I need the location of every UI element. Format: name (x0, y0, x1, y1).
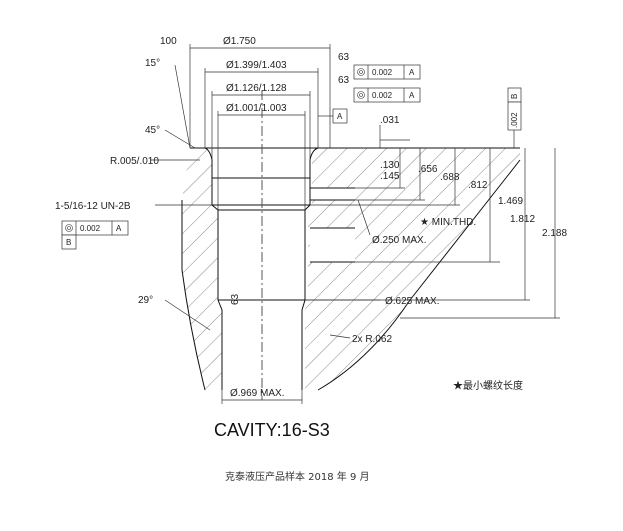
diameter-1001-label: Ø1.001/1.003 (226, 103, 287, 114)
svg-text:A: A (409, 91, 415, 100)
depth-688-label: .688 (440, 172, 460, 183)
diameter-1126-label: Ø1.126/1.128 (226, 83, 287, 94)
svg-text:A: A (337, 112, 343, 121)
concentricity-icon (357, 68, 365, 76)
cavity-outline (181, 90, 521, 400)
depth-1812-label: 1.812 (510, 214, 535, 225)
radius-bottom-label: 2x R.062 (352, 334, 392, 345)
datum-b-frame: B .002 (507, 87, 522, 148)
body-section-left (182, 148, 222, 390)
angle-45-label: 45° (145, 125, 160, 136)
tolerance-frame-1: 0.002 A (353, 64, 421, 80)
concentricity-icon (357, 91, 365, 99)
diameter-250-label: Ø.250 MAX. (372, 235, 426, 246)
roughness-100-label: 100 (160, 36, 177, 47)
depth-1469-label: 1.469 (498, 196, 523, 207)
diameter-1750-label: Ø1.750 (223, 36, 256, 47)
angle-15-label: 15° (145, 58, 160, 69)
svg-text:A: A (409, 68, 415, 77)
svg-text:0.002: 0.002 (372, 68, 393, 77)
datum-a-box: A (318, 108, 348, 124)
diameter-1399-label: Ø1.399/1.403 (226, 60, 287, 71)
min-thread-label: ★ MIN.THD. (420, 217, 476, 228)
svg-text:0.002: 0.002 (372, 91, 393, 100)
svg-text:0.002: 0.002 (80, 224, 101, 233)
diameter-969-label: Ø.969 MAX. (230, 388, 284, 399)
depth-130-label: .130 (380, 160, 400, 171)
catalog-footer: 克泰液压产品样本 2018 年 9 月 (225, 470, 370, 483)
roughness-63a-label: 63 (338, 52, 350, 63)
dimension-lines (150, 44, 560, 404)
svg-text:B: B (66, 238, 71, 247)
roughness-63b-label: 63 (338, 75, 350, 86)
depth-656-label: .656 (418, 164, 438, 175)
body-section-right (305, 148, 520, 390)
depth-145-label: .145 (380, 171, 400, 182)
depth-2188-label: 2.188 (542, 228, 567, 239)
diameter-625-label: Ø.625 MAX. (385, 296, 439, 307)
svg-text:.002: .002 (510, 112, 519, 128)
angle-29-label: 29° (138, 295, 153, 306)
radius-top-label: R.005/.010 (110, 156, 159, 167)
tolerance-frame-3: 0.002 A B (61, 220, 129, 250)
svg-text:A: A (116, 224, 122, 233)
thread-label: 1-5/16-12 UN-2B (55, 201, 131, 212)
concentricity-icon (65, 224, 73, 232)
depth-031-label: .031 (380, 115, 400, 126)
roughness-63c-label: 63 (230, 293, 241, 305)
depth-812-label: .812 (468, 180, 488, 191)
cavity-title: CAVITY:16-S3 (214, 420, 330, 440)
legend-note: ★最小螺纹长度 (453, 379, 523, 392)
svg-text:B: B (510, 94, 519, 99)
tolerance-frame-2: 0.002 A (353, 87, 421, 103)
